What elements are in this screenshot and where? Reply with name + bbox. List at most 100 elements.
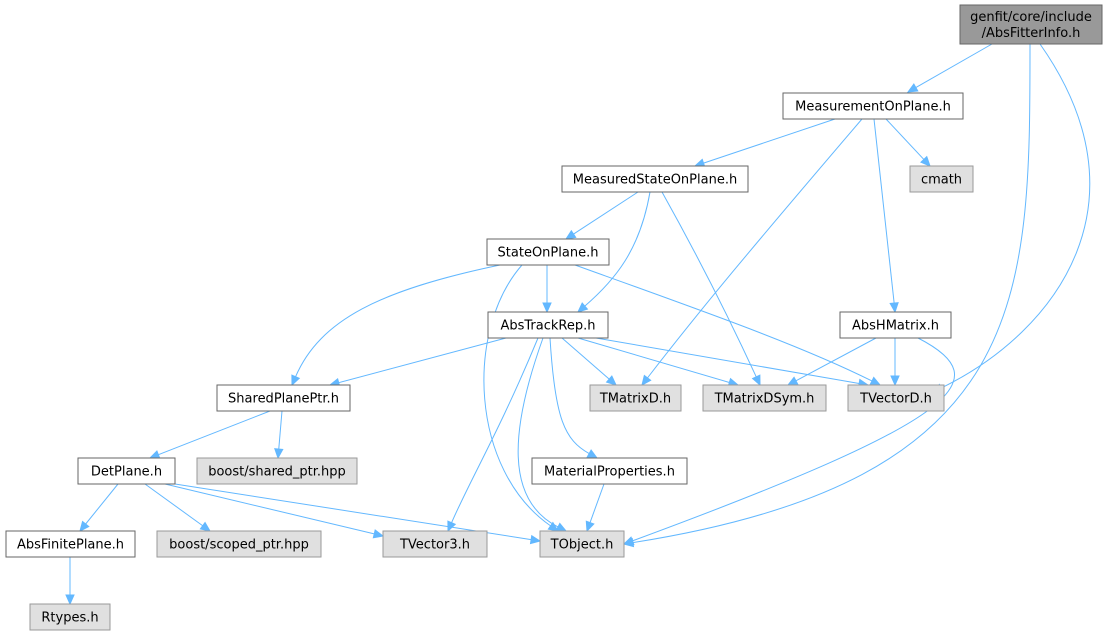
arrowhead-icon — [291, 374, 301, 387]
edge-absfiniteplane-to-rtypes — [65, 557, 75, 606]
node-materialproperties[interactable]: MaterialProperties.h — [531, 457, 688, 485]
edge-line — [915, 43, 993, 88]
node-box — [561, 165, 749, 193]
node-label: DetPlane.h — [91, 465, 162, 480]
arrowhead-icon — [906, 83, 919, 93]
node-abstrackrep[interactable]: AbsTrackRep.h — [487, 311, 609, 339]
node-sharedplaneptr[interactable]: SharedPlanePtr.h — [216, 384, 351, 412]
edge-line — [595, 337, 860, 384]
node-tvector3: TVector3.h — [382, 530, 488, 558]
arrowhead-icon — [890, 375, 900, 387]
node-box — [77, 457, 176, 485]
edge-line — [647, 118, 863, 379]
node-layer: genfit/core/include/AbsFitterInfo.hMeasu… — [5, 4, 1103, 631]
edge-line — [885, 118, 925, 160]
edge-line — [573, 191, 639, 235]
node-box — [29, 603, 111, 631]
node-label: AbsFinitePlane.h — [17, 538, 124, 553]
edge-abshmatrix-to-tmatrixdsym — [786, 337, 877, 386]
node-label: /AbsFitterInfo.h — [982, 26, 1081, 41]
edge-line — [295, 264, 501, 377]
edge-line — [85, 483, 119, 525]
edge-line — [338, 337, 507, 384]
edge-detplane-to-boost_scoped — [144, 483, 211, 532]
edge-absfitterinfo-to-measurementonplane — [906, 43, 993, 93]
node-rtypes: Rtypes.h — [29, 603, 111, 631]
edge-line — [703, 118, 836, 164]
node-box — [959, 4, 1103, 45]
edge-line — [574, 264, 873, 382]
edge-stateonplane-to-tobject — [483, 264, 560, 532]
node-tmatrixd: TMatrixD.h — [589, 384, 682, 412]
arrowhead-icon — [605, 375, 617, 386]
arrowhead-icon — [622, 536, 635, 546]
arrowhead-icon — [564, 229, 577, 240]
arrowhead-icon — [751, 374, 761, 387]
node-label: cmath — [921, 173, 962, 188]
node-tvectord: TVectorD.h — [847, 384, 945, 412]
edge-abstrackrep-to-tmatrixd — [561, 337, 617, 386]
edge-detplane-to-tvector3 — [164, 483, 385, 539]
node-box — [847, 384, 945, 412]
edge-line — [144, 483, 203, 527]
node-stateonplane[interactable]: StateOnPlane.h — [486, 238, 610, 266]
node-abshmatrix[interactable]: AbsHMatrix.h — [839, 311, 952, 339]
arrowhead-icon — [547, 521, 560, 532]
edge-line — [158, 410, 271, 456]
node-tobject: TObject.h — [539, 530, 625, 558]
arrowhead-icon — [65, 594, 75, 606]
edge-abshmatrix-to-tvectord — [890, 338, 900, 387]
arrowhead-icon — [555, 522, 568, 532]
node-tmatrixdsym: TMatrixDSym.h — [702, 384, 827, 412]
node-cmath: cmath — [909, 165, 974, 193]
edge-line — [661, 191, 757, 378]
edge-abshmatrix-to-tobject — [622, 337, 955, 546]
edge-line — [451, 337, 539, 523]
node-detplane[interactable]: DetPlane.h — [77, 457, 176, 485]
edge-line — [584, 191, 651, 307]
node-measuredstateonplane[interactable]: MeasuredStateOnPlane.h — [561, 165, 749, 193]
arrowhead-icon — [447, 520, 457, 533]
node-label: AbsTrackRep.h — [500, 319, 595, 334]
edge-line — [164, 483, 375, 535]
edge-measurementonplane-to-abshmatrix — [873, 118, 899, 314]
edge-line — [795, 337, 877, 382]
arrowhead-icon — [641, 374, 652, 386]
node-box — [531, 457, 688, 485]
edge-line — [483, 264, 551, 527]
arrowhead-icon — [542, 302, 552, 314]
node-label: genfit/core/include — [970, 10, 1092, 25]
node-measurementonplane[interactable]: MeasurementOnPlane.h — [782, 92, 964, 120]
node-absfiniteplane[interactable]: AbsFinitePlane.h — [5, 530, 136, 558]
edge-detplane-to-absfiniteplane — [79, 483, 119, 532]
node-box — [589, 384, 682, 412]
arrowhead-icon — [148, 450, 161, 459]
edge-line — [517, 337, 559, 528]
edge-line — [589, 483, 605, 523]
node-boost_shared: boost/shared_ptr.hpp — [196, 457, 358, 485]
node-boost_scoped: boost/scoped_ptr.hpp — [156, 530, 322, 558]
node-box — [782, 92, 964, 120]
edge-sharedplaneptr-to-boost_shared — [274, 410, 284, 460]
arrowhead-icon — [869, 376, 882, 386]
edge-line — [174, 483, 532, 541]
arrowhead-icon — [529, 534, 542, 545]
arrowhead-icon — [274, 448, 284, 460]
node-box — [839, 311, 952, 339]
arrowhead-icon — [372, 529, 385, 539]
arrowhead-icon — [586, 449, 599, 459]
node-box — [486, 238, 610, 266]
arrowhead-icon — [920, 155, 931, 167]
node-box — [196, 457, 358, 485]
node-absfitterinfo: genfit/core/include/AbsFitterInfo.h — [959, 4, 1103, 45]
arrowhead-icon — [199, 521, 211, 532]
edge-stateonplane-to-tvectord — [574, 264, 882, 386]
edge-stateonplane-to-abstrackrep — [542, 265, 552, 314]
node-label: Rtypes.h — [41, 611, 98, 626]
edge-abstrackrep-to-sharedplaneptr — [328, 337, 507, 388]
node-label: TMatrixD.h — [599, 392, 671, 407]
edge-detplane-to-tobject — [174, 483, 542, 545]
node-label: StateOnPlane.h — [498, 246, 599, 261]
node-box — [539, 530, 625, 558]
node-box — [216, 384, 351, 412]
